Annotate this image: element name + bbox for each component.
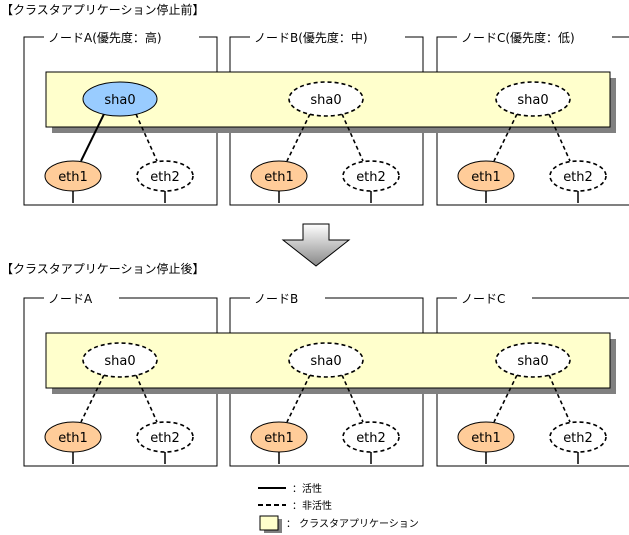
legend-inactive-label: ：非活性 [292,499,332,512]
after-eth1-label-1: eth1 [264,431,294,446]
before-link-eth1-0 [80,113,105,162]
before-link-eth1-2 [493,113,518,162]
after-sha0-label-0: sha0 [104,354,135,369]
before-node-label-0: ノードA(優先度：高) [48,30,162,45]
after-eth2-ellipse-1 [342,421,400,453]
after-link-eth2-2 [548,374,571,423]
after-node-frame-2 [436,297,629,467]
after-node-label-2: ノードC [461,292,505,306]
before-diagram: ノードA(優先度：高) ノードB(優先度：中) ノードC(優先度：低) sha0 eth… [23,30,629,206]
before-section-title: 【クラスタアプリケーション停止前】 [1,2,205,17]
after-sha0-label-2: sha0 [517,354,548,369]
after-node-frame-1 [229,297,424,467]
after-diagram: ノードA ノードB ノードC sha0 eth1 eth2 sha0 eth1 eth2 sha0… [23,292,629,467]
before-eth2-label-2: eth2 [563,170,593,185]
after-link-eth1-2 [493,374,518,423]
before-link-eth1-1 [286,113,311,162]
after-link-eth1-1 [286,374,311,423]
after-node-label-1: ノードB [254,292,298,306]
after-eth2-ellipse-0 [136,421,194,453]
legend-app-swatch [259,515,279,531]
before-eth2-label-0: eth2 [150,170,180,185]
after-eth1-label-2: eth1 [471,431,501,446]
after-node-label-0: ノードA [48,292,93,306]
legend-app-label: ： クラスタアプリケーション [286,518,419,530]
before-link-eth2-0 [135,113,158,162]
after-sha0-ellipse-2 [495,342,571,378]
before-eth2-ellipse-0 [136,160,194,192]
after-eth2-label-2: eth2 [563,431,593,446]
before-node-label-1: ノードB(優先度：中) [254,30,368,45]
before-link-eth2-1 [341,113,364,162]
after-section-title: 【クラスタアプリケーション停止後】 [1,261,205,276]
before-eth2-label-1: eth2 [356,170,386,185]
before-link-eth2-2 [548,113,571,162]
before-sha0-label-2: sha0 [517,93,548,108]
after-link-eth2-0 [135,374,158,423]
after-sha0-label-1: sha0 [310,354,341,369]
before-eth1-label-2: eth1 [471,170,501,185]
before-sha0-ellipse-0 [82,81,158,117]
before-eth1-label-0: eth1 [58,170,88,185]
after-link-eth1-0 [80,374,105,423]
legend: ：活性 ：非活性 ： クラスタアプリケーション [258,482,419,533]
after-eth2-label-1: eth2 [356,431,386,446]
legend-active-label: ：活性 [292,482,322,495]
after-link-eth2-1 [341,374,364,423]
after-node-frame-0 [23,297,218,467]
after-sha0-ellipse-0 [82,342,158,378]
before-node-frame-1 [229,36,424,206]
before-node-frame-0 [23,36,218,206]
before-sha0-ellipse-1 [288,81,364,117]
before-node-frame-2 [436,36,629,206]
before-eth2-ellipse-1 [342,160,400,192]
down-arrow-icon [281,223,351,267]
before-sha0-ellipse-2 [495,81,571,117]
after-eth2-label-0: eth2 [150,431,180,446]
before-eth2-ellipse-2 [549,160,607,192]
after-sha0-ellipse-1 [288,342,364,378]
before-eth1-label-1: eth1 [264,170,294,185]
before-sha0-label-0: sha0 [104,93,135,108]
after-eth1-label-0: eth1 [58,431,88,446]
after-eth2-ellipse-2 [549,421,607,453]
before-node-label-2: ノードC(優先度：低) [461,30,575,45]
before-sha0-label-1: sha0 [310,93,341,108]
